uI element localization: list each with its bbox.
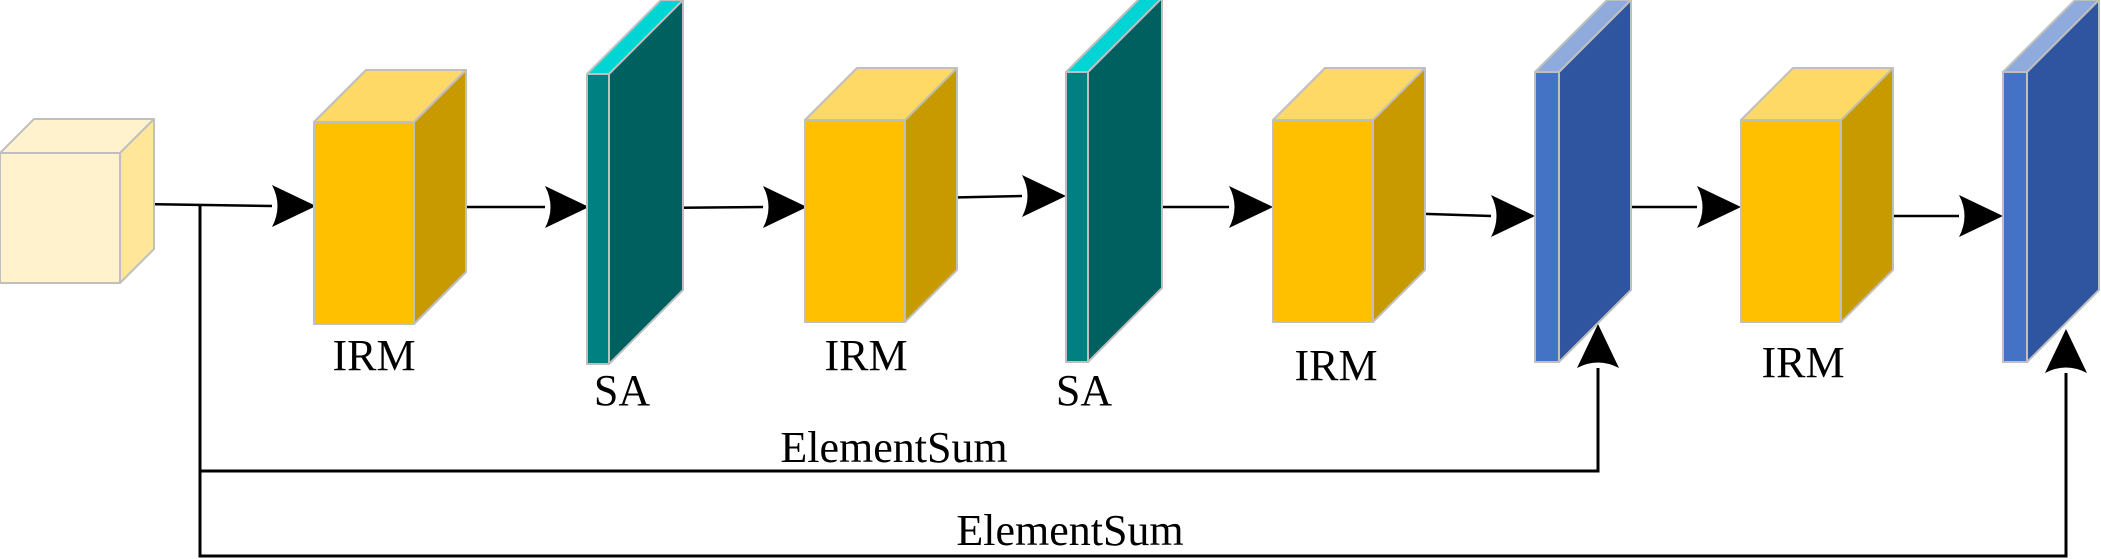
- input-block: [0, 118, 155, 284]
- sa-block-2-front-face: [1065, 71, 1089, 363]
- labels: IRM SA IRM SA IRM IRM ElementSum Element…: [332, 331, 1844, 555]
- elementsum-block-2-front-face: [2002, 71, 2028, 363]
- elementsum-block-2: [2002, 0, 2100, 363]
- sa-1-label: SA: [594, 366, 650, 415]
- irm-4-label: IRM: [1761, 338, 1844, 387]
- irm-3-label: IRM: [1294, 341, 1377, 390]
- arrow-input-to-irm-1: [139, 185, 316, 227]
- skip-connection-2-label: ElementSum: [956, 506, 1183, 555]
- irm-block-3: [1272, 67, 1426, 323]
- skip-connection-1: [198, 205, 1619, 473]
- skip-connection-2: [198, 329, 2087, 558]
- input-block-front-face: [0, 152, 121, 284]
- irm-block-1-front-face: [313, 121, 415, 325]
- sa-2-label: SA: [1056, 366, 1112, 415]
- blocks: [0, 0, 2100, 365]
- sa-block-1-front-face: [586, 73, 610, 365]
- sa-block-2: [1065, 0, 1163, 363]
- irm-block-2-front-face: [804, 119, 906, 323]
- irm-block-4: [1740, 67, 1894, 323]
- sa-block-1: [586, 0, 684, 365]
- irm-block-3-front-face: [1272, 119, 1374, 323]
- irm-block-2: [804, 67, 958, 323]
- skip-connection-1-label: ElementSum: [780, 423, 1007, 472]
- irm-1-label: IRM: [332, 331, 415, 380]
- irm-block-1: [313, 69, 467, 325]
- elementsum-block-1-front-face: [1534, 71, 1560, 363]
- elementsum-block-1: [1534, 0, 1632, 363]
- connections: [139, 175, 2087, 558]
- irm-2-label: IRM: [824, 331, 907, 380]
- irm-block-4-front-face: [1740, 119, 1842, 323]
